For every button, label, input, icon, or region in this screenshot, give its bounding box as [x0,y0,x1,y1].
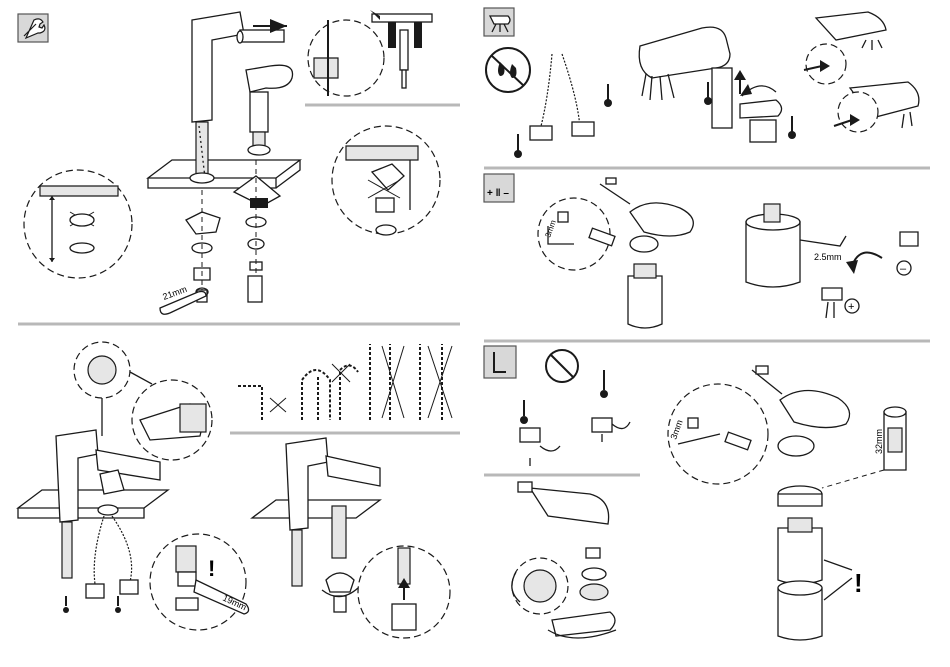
panel-maintenance: 3mm ! 32mm [484,346,906,640]
detail-circle-hose-insert [358,546,450,638]
detail-circle-19mm: 19mm ! [150,534,249,630]
no-water-sign-icon [486,48,530,92]
detail-connection [308,10,432,96]
hot-cold-icon: + ‖ – [484,174,514,202]
allen-key-25mm-label: 2.5mm [814,252,842,262]
svg-text:+ ‖ –: + ‖ – [487,188,509,199]
plus-symbol: + [845,299,859,313]
panel-temperature-limit: + ‖ – 3mm 2.5mm – + [484,174,918,328]
minus-symbol: – [897,261,911,275]
spray-icon [484,8,514,36]
panel-flushing [484,8,919,158]
svg-text:–: – [900,263,907,275]
basin-plate [148,160,300,178]
warning-mark-2: ! [854,568,863,598]
shutoff-valves [520,370,630,466]
detail-circle-gasket [24,170,132,278]
svg-text:+: + [848,301,854,313]
detail-circle-mount [332,126,440,235]
no-spray-sign-icon [546,350,578,382]
hose-routing-guide [238,344,452,420]
spanner-32mm-label: 32mm [874,429,884,454]
hot-thermometer-icon [115,596,121,613]
allen-key-icon [484,346,516,378]
panel-installation: 21mm [18,10,440,314]
handspray-detail-1 [804,12,886,84]
warning-mark-1: ! [208,556,215,581]
handspray-detail-2 [834,82,919,132]
cold-thermometer-icon [63,596,69,613]
panel-connection: 19mm ! [18,342,452,638]
thermometer-icon [514,84,612,158]
faucet-body [190,12,287,183]
wrench-icon [18,14,48,42]
mixer-handle [246,65,293,155]
